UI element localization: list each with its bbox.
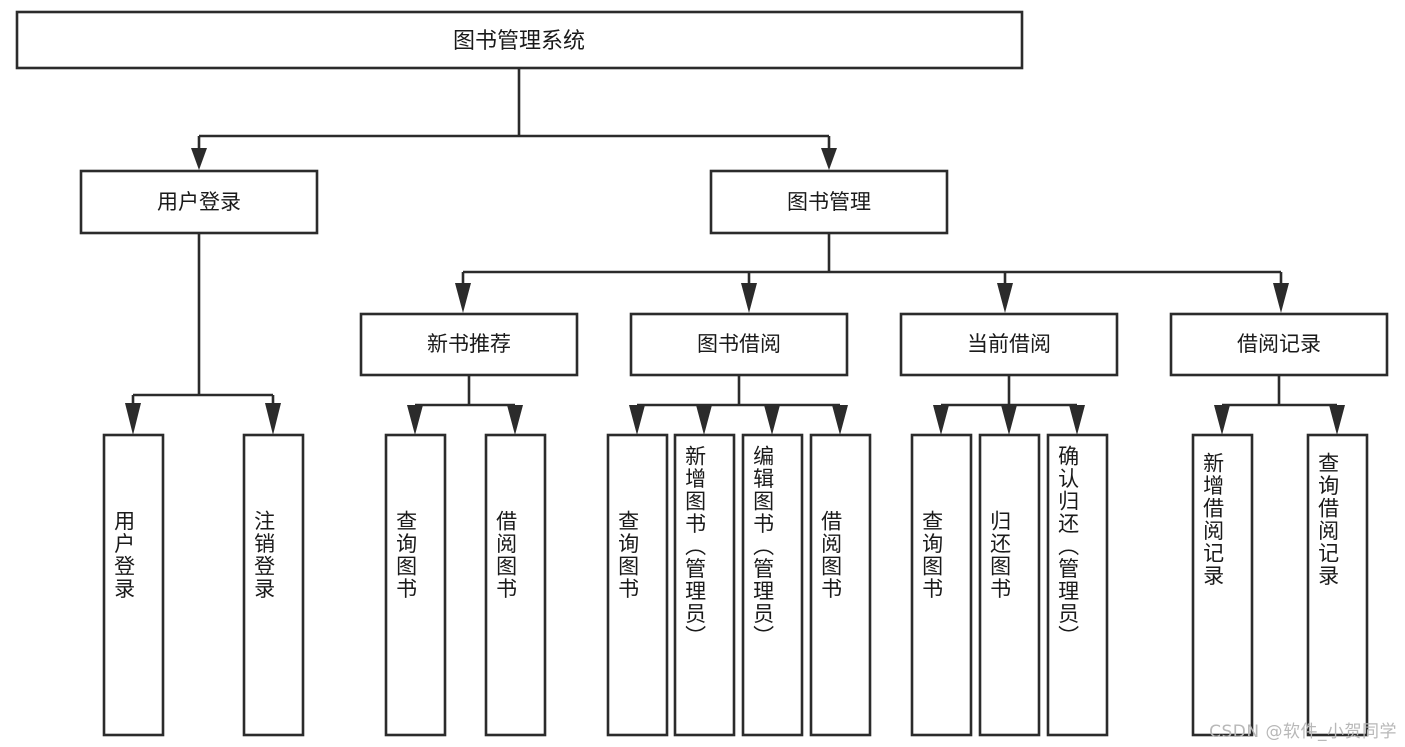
root-node[interactable]: 图书管理系统 — [15, 10, 1024, 70]
node-book-borrow-label: 图书借阅 — [697, 332, 781, 356]
root-node-label: 图书管理系统 — [453, 29, 585, 54]
connector-bookborrow-to-leaves — [629, 375, 848, 435]
connector-root-to-level2 — [191, 68, 837, 170]
node-user-login[interactable]: 用户登录 — [79, 169, 319, 235]
connector-bookmgmt-to-level3 — [455, 233, 1289, 313]
leaf-borrow-book-box[interactable] — [809, 433, 872, 737]
arrow-head-icon — [832, 405, 848, 435]
node-new-book-recommend-label: 新书推荐 — [427, 332, 511, 356]
leaf-add-book-admin-box[interactable] — [673, 433, 736, 737]
arrow-head-icon — [629, 405, 645, 435]
arrow-head-icon — [1214, 405, 1230, 435]
leaf-query-book-borrow-box[interactable] — [606, 433, 669, 737]
arrow-head-icon — [455, 283, 471, 313]
node-current-borrow[interactable]: 当前借阅 — [899, 312, 1119, 377]
node-book-management[interactable]: 图书管理 — [709, 169, 949, 235]
connector-newbook-to-leaves — [407, 375, 523, 435]
leaf-logout-box[interactable] — [242, 433, 305, 737]
node-user-login-box[interactable] — [79, 169, 319, 235]
arrow-head-icon — [125, 403, 141, 435]
arrow-head-icon — [1069, 405, 1085, 435]
node-book-borrow[interactable]: 图书借阅 — [629, 312, 849, 377]
arrow-head-icon — [507, 405, 523, 435]
arrow-head-icon — [997, 283, 1013, 313]
leaf-borrow-book-recommend-box[interactable] — [484, 433, 547, 737]
arrow-head-icon — [265, 403, 281, 435]
arrow-head-icon — [1329, 405, 1345, 435]
connector-borrowrecord-to-leaves — [1214, 375, 1345, 435]
csdn-watermark: CSDN @软件_小贺同学 — [1209, 722, 1397, 742]
leaf-return-book-box[interactable] — [978, 433, 1041, 737]
arrow-head-icon — [696, 405, 712, 435]
node-current-borrow-label: 当前借阅 — [967, 332, 1051, 356]
node-current-borrow-box[interactable] — [899, 312, 1119, 377]
leaf-add-borrow-record-box[interactable] — [1191, 433, 1254, 737]
leaf-confirm-return-admin-box[interactable] — [1046, 433, 1109, 737]
node-user-login-label: 用户登录 — [157, 190, 241, 214]
leaf-query-book-recommend-box[interactable] — [384, 433, 447, 737]
arrow-head-icon — [407, 405, 423, 435]
connector-userlogin-to-leaves — [125, 233, 281, 435]
arrow-head-icon — [933, 405, 949, 435]
node-new-book-recommend[interactable]: 新书推荐 — [359, 312, 579, 377]
arrow-head-icon — [821, 148, 837, 170]
node-borrow-record[interactable]: 借阅记录 — [1169, 312, 1389, 377]
arrow-head-icon — [1001, 405, 1017, 435]
root-node-box[interactable] — [15, 10, 1024, 70]
arrow-head-icon — [741, 283, 757, 313]
leaf-query-borrow-record-box[interactable] — [1306, 433, 1369, 737]
arrow-head-icon — [764, 405, 780, 435]
leaf-edit-book-admin-box[interactable] — [741, 433, 804, 737]
leaf-query-book-current-box[interactable] — [910, 433, 973, 737]
node-borrow-record-label: 借阅记录 — [1237, 332, 1321, 356]
leaf-user-login-box[interactable] — [102, 433, 165, 737]
arrow-head-icon — [191, 148, 207, 170]
node-book-management-label: 图书管理 — [787, 190, 871, 214]
connector-currentborrow-to-leaves — [933, 375, 1085, 435]
node-new-book-recommend-box[interactable] — [359, 312, 579, 377]
arrow-head-icon — [1273, 283, 1289, 313]
